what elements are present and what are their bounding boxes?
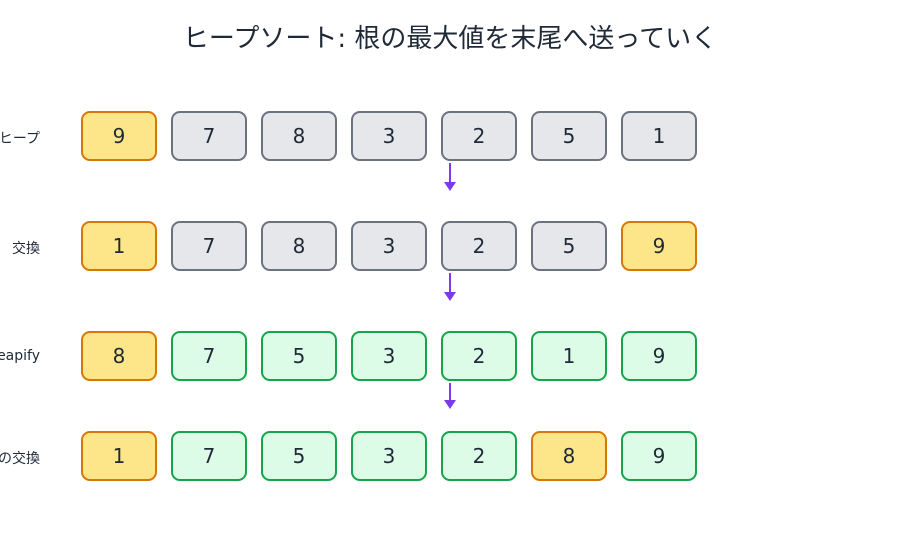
array-cell: 7 xyxy=(171,111,247,161)
row-label: の交換 xyxy=(0,451,40,467)
array-cell: 1 xyxy=(81,221,157,271)
array-cell: 9 xyxy=(81,111,157,161)
array-cell: 7 xyxy=(171,431,247,481)
arrow-down-icon xyxy=(444,383,456,409)
row-label: 交換 xyxy=(12,241,40,257)
array-cell: 3 xyxy=(351,221,427,271)
array-cell: 3 xyxy=(351,111,427,161)
array-cell: 8 xyxy=(261,111,337,161)
diagram-title: ヒープソート: 根の最大値を末尾へ送っていく xyxy=(182,24,718,54)
array-cell: 9 xyxy=(621,221,697,271)
array-cell: 1 xyxy=(81,431,157,481)
array-cell: 8 xyxy=(261,221,337,271)
array-cell: 8 xyxy=(81,331,157,381)
array-cell: 3 xyxy=(351,431,427,481)
array-cell: 1 xyxy=(531,331,607,381)
arrow-down-icon xyxy=(444,273,456,301)
array-cell: 2 xyxy=(441,431,517,481)
array-cell: 1 xyxy=(621,111,697,161)
row-label: eapify xyxy=(0,348,40,364)
row-label: ヒープ xyxy=(0,131,40,147)
array-cell: 9 xyxy=(621,331,697,381)
array-cell: 8 xyxy=(531,431,607,481)
array-cell: 2 xyxy=(441,221,517,271)
array-cell: 9 xyxy=(621,431,697,481)
array-cell: 2 xyxy=(441,111,517,161)
array-cell: 5 xyxy=(261,431,337,481)
array-cell: 5 xyxy=(531,111,607,161)
array-cell: 2 xyxy=(441,331,517,381)
array-cell: 5 xyxy=(261,331,337,381)
array-cell: 7 xyxy=(171,331,247,381)
array-cell: 7 xyxy=(171,221,247,271)
array-cell: 5 xyxy=(531,221,607,271)
array-cell: 3 xyxy=(351,331,427,381)
arrow-down-icon xyxy=(444,163,456,191)
